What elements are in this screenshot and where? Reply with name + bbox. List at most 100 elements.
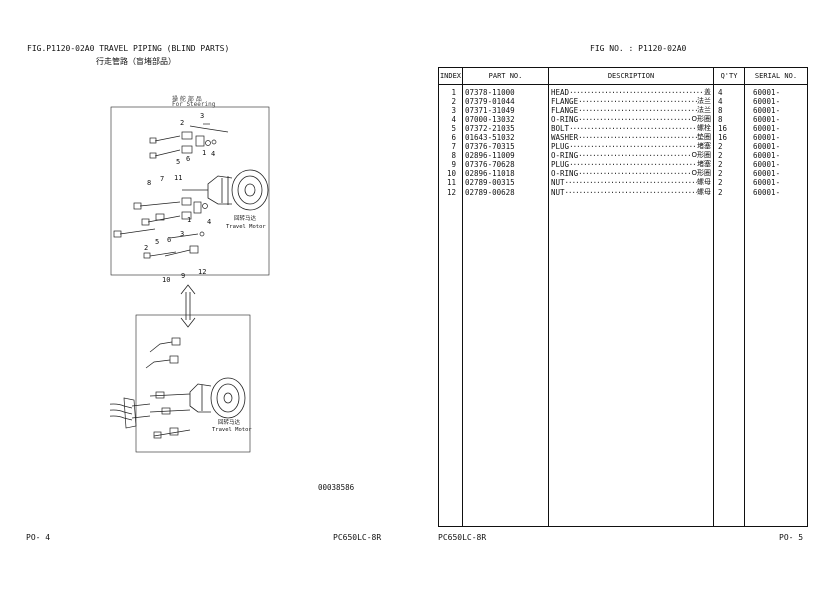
cell-index: 4 bbox=[451, 115, 456, 125]
callout-2-upper: 2 bbox=[180, 119, 184, 127]
cell-qty: 2 bbox=[713, 178, 745, 188]
cell-part-no: 02896-11018 bbox=[462, 169, 549, 179]
cell-serial: 60001- bbox=[744, 115, 808, 125]
leader-dots bbox=[578, 115, 691, 124]
fittings-lower bbox=[110, 337, 191, 439]
leader-dots bbox=[569, 160, 697, 169]
desc-chinese: 螺栓 bbox=[697, 124, 711, 133]
model-name-right: PC650LC-8R bbox=[438, 533, 487, 542]
callout-10: 10 bbox=[162, 276, 170, 284]
callout-9: 9 bbox=[181, 272, 185, 280]
cell-index: 10 bbox=[446, 169, 456, 179]
callout-1-mid: 1 bbox=[187, 216, 191, 224]
cell-part-no: 02789-00628 bbox=[462, 187, 549, 197]
page-number-left: PO- 4 bbox=[26, 533, 51, 542]
cell-index: 9 bbox=[451, 160, 456, 170]
desc-name: BOLT bbox=[551, 124, 570, 134]
callout-2-mid: 2 bbox=[144, 244, 148, 252]
desc-chinese: 垫圈 bbox=[697, 133, 711, 142]
cell-qty: 4 bbox=[713, 97, 745, 107]
callout-12: 12 bbox=[198, 268, 206, 276]
leader-dots bbox=[569, 124, 697, 133]
callout-6-mid: 6 bbox=[167, 236, 171, 244]
header-part-no: PART NO. bbox=[462, 67, 549, 85]
cell-serial: 60001- bbox=[744, 178, 808, 188]
desc-chinese: 法兰 bbox=[697, 97, 711, 106]
cell-index: 8 bbox=[451, 151, 456, 161]
desc-chinese: 螺母 bbox=[697, 187, 711, 196]
desc-name: WASHER bbox=[551, 133, 579, 143]
leader-dots bbox=[578, 169, 691, 178]
cell-qty: 16 bbox=[713, 133, 745, 143]
for-steering-label: For Steering bbox=[172, 101, 216, 108]
cell-qty: 4 bbox=[713, 84, 745, 98]
cell-qty: 2 bbox=[713, 187, 745, 197]
desc-name: O-RING bbox=[551, 115, 579, 125]
callout-11-upper: 11 bbox=[174, 174, 182, 182]
cell-qty: 8 bbox=[713, 106, 745, 116]
cell-qty: 2 bbox=[713, 160, 745, 170]
cell-qty: 2 bbox=[713, 142, 745, 152]
cell-index: 2 bbox=[451, 97, 456, 107]
cell-serial: 60001- bbox=[744, 106, 808, 116]
parts-table: INDEX PART NO. DESCRIPTION Q'TY SERIAL N… bbox=[438, 67, 808, 527]
figure-number: FIG NO. : P1120-02A0 bbox=[590, 44, 687, 53]
cell-description: O-RING O形圈 bbox=[548, 151, 714, 161]
for-steering-label-jp: 操 舵 部 品 bbox=[172, 96, 202, 103]
lower-view-frame bbox=[135, 314, 251, 453]
desc-chinese: O形圈 bbox=[691, 151, 711, 160]
cell-index: 12 bbox=[446, 187, 456, 197]
cell-serial: 60001- bbox=[744, 160, 808, 170]
cell-description: O-RINGO形圈 bbox=[548, 115, 714, 125]
desc-name: HEAD bbox=[551, 88, 570, 98]
fittings-upper bbox=[113, 123, 229, 259]
desc-name: PLUG bbox=[551, 142, 570, 152]
travel-motor-icon-upper bbox=[182, 169, 269, 211]
cell-serial: 60001- bbox=[744, 84, 808, 98]
cell-part-no: 07376-70315 bbox=[462, 142, 549, 152]
cell-serial: 60001- bbox=[744, 151, 808, 161]
leader-dots bbox=[578, 133, 697, 142]
callout-5-upper: 5 bbox=[176, 158, 180, 166]
callout-7-upper: 7 bbox=[160, 175, 164, 183]
cell-description: PLUG堵塞 bbox=[548, 160, 714, 170]
cell-serial: 60001- bbox=[744, 142, 808, 152]
table-header-row: INDEX PART NO. DESCRIPTION Q'TY SERIAL N… bbox=[438, 67, 808, 85]
leader-dots bbox=[569, 88, 704, 97]
desc-name: FLANGE bbox=[551, 106, 579, 116]
motor-label-cn-lower: 回转马达 bbox=[218, 418, 241, 426]
cell-part-no: 02789-00315 bbox=[462, 178, 549, 188]
cell-index: 1 bbox=[451, 88, 456, 98]
leader-dots bbox=[578, 151, 691, 160]
cell-index: 6 bbox=[451, 133, 456, 143]
cell-qty: 2 bbox=[713, 169, 745, 179]
leader-dots bbox=[578, 97, 697, 106]
model-name-left: PC650LC-8R bbox=[333, 533, 382, 542]
callout-4-mid: 4 bbox=[207, 218, 211, 226]
cell-description: BOLT 螺栓 bbox=[548, 124, 714, 134]
desc-name: NUT bbox=[551, 178, 565, 188]
callout-6-upper: 6 bbox=[186, 155, 190, 163]
header-description: DESCRIPTION bbox=[548, 67, 714, 85]
cell-qty: 8 bbox=[713, 115, 745, 125]
desc-chinese: 盖 bbox=[704, 88, 711, 97]
cell-part-no: 01643-51032 bbox=[462, 133, 549, 143]
desc-name: O-RING bbox=[551, 151, 579, 161]
upper-view-frame bbox=[110, 106, 270, 276]
table-filler-row bbox=[439, 196, 808, 527]
header-qty: Q'TY bbox=[713, 67, 745, 85]
drawing-code: 00038586 bbox=[318, 483, 355, 492]
cell-description: O-RINGO形圈 bbox=[548, 169, 714, 179]
travel-motor-icon-lower bbox=[189, 377, 246, 419]
cell-index: 5 bbox=[451, 124, 456, 134]
motor-label-en-upper: Travel Motor bbox=[226, 224, 266, 230]
leader-dots bbox=[565, 178, 697, 187]
desc-chinese: 螺母 bbox=[697, 178, 711, 187]
